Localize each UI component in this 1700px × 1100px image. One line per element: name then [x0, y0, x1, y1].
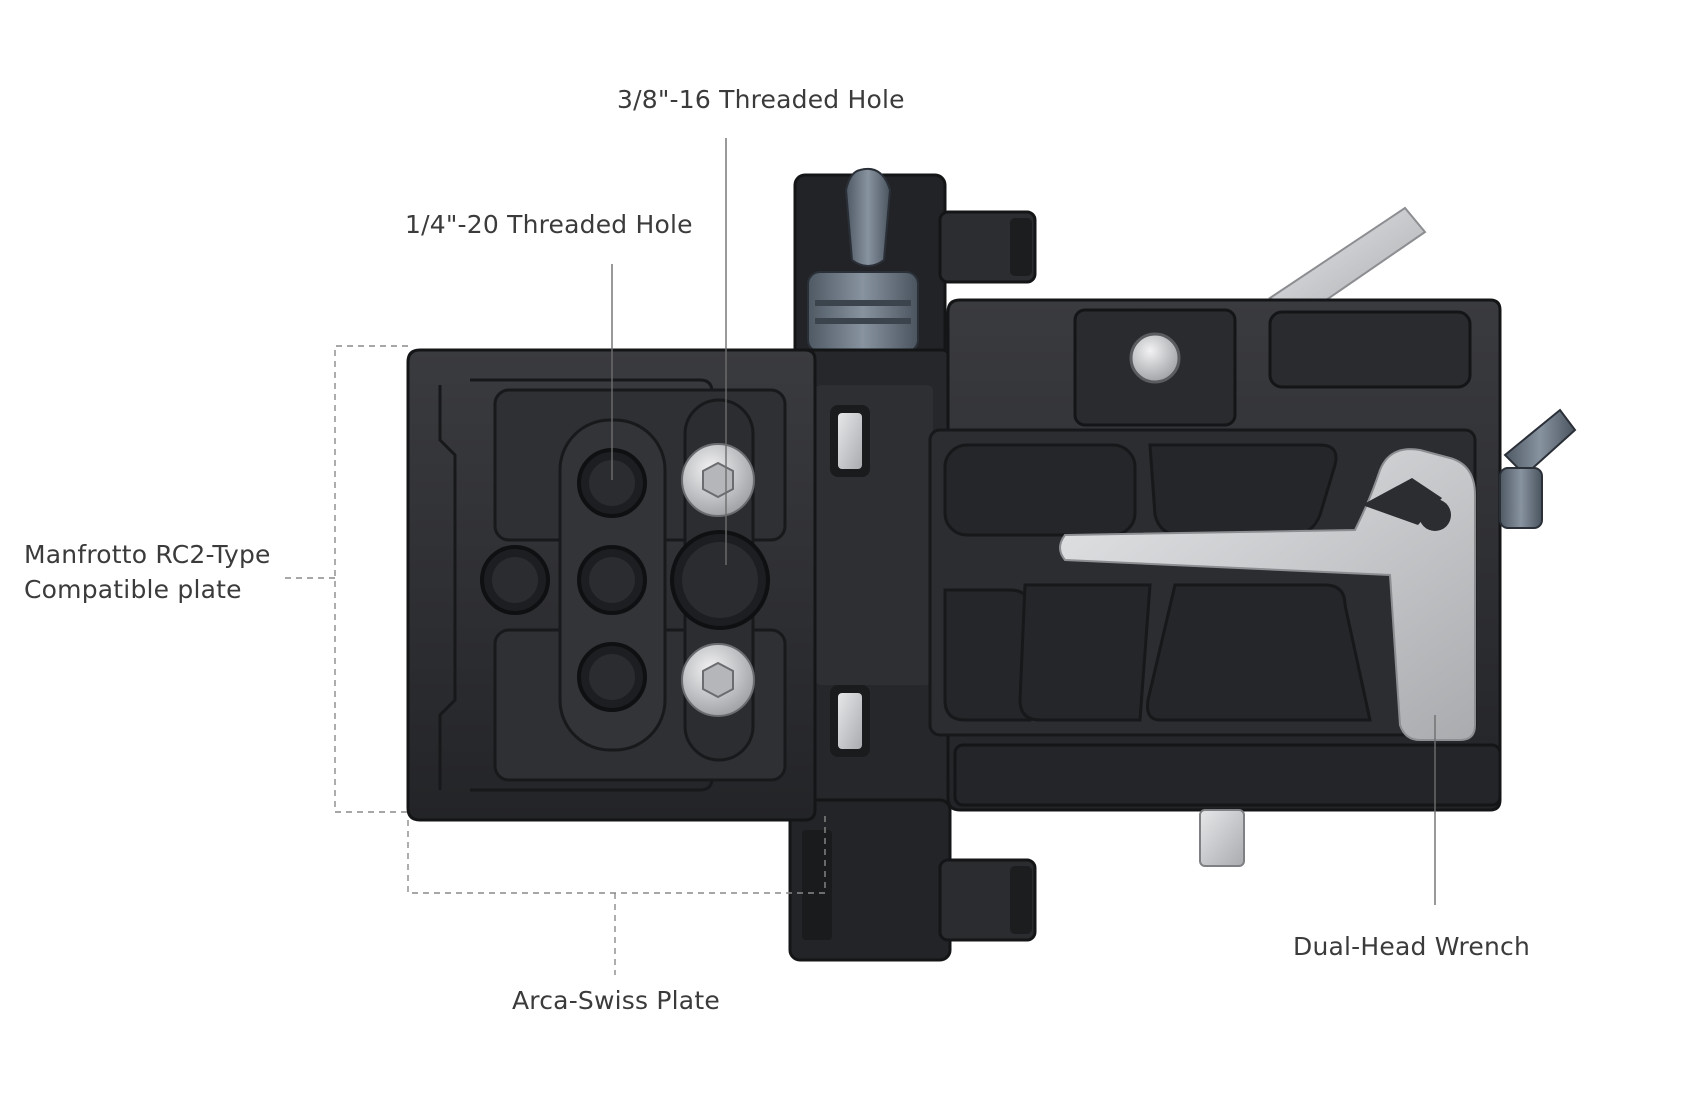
dual-head-wrench	[1059, 448, 1476, 741]
label-dual-head-wrench: Dual-Head Wrench	[1293, 932, 1530, 961]
label-3-8-threaded-hole: 3/8"-16 Threaded Hole	[617, 85, 905, 114]
hinge-spine	[798, 348, 952, 812]
bracket-manfrotto	[334, 345, 408, 813]
top-clamp-assembly	[793, 168, 1037, 387]
label-arca-swiss-plate: Arca-Swiss Plate	[512, 986, 720, 1015]
label-manfrotto-line2: Compatible plate	[24, 575, 242, 604]
leader-lines	[285, 138, 1436, 975]
threaded-holes	[480, 448, 770, 712]
callout-labels: 3/8"-16 Threaded Hole 1/4"-20 Threaded H…	[24, 85, 1530, 1015]
screw-icon	[1129, 332, 1181, 384]
bracket-arca	[407, 812, 826, 894]
label-manfrotto-line1: Manfrotto RC2-Type	[24, 540, 271, 569]
bottom-clamp-assembly	[788, 798, 1037, 962]
wrench-hole-icon	[1419, 499, 1451, 531]
label-1-4-threaded-hole: 1/4"-20 Threaded Hole	[405, 210, 693, 239]
